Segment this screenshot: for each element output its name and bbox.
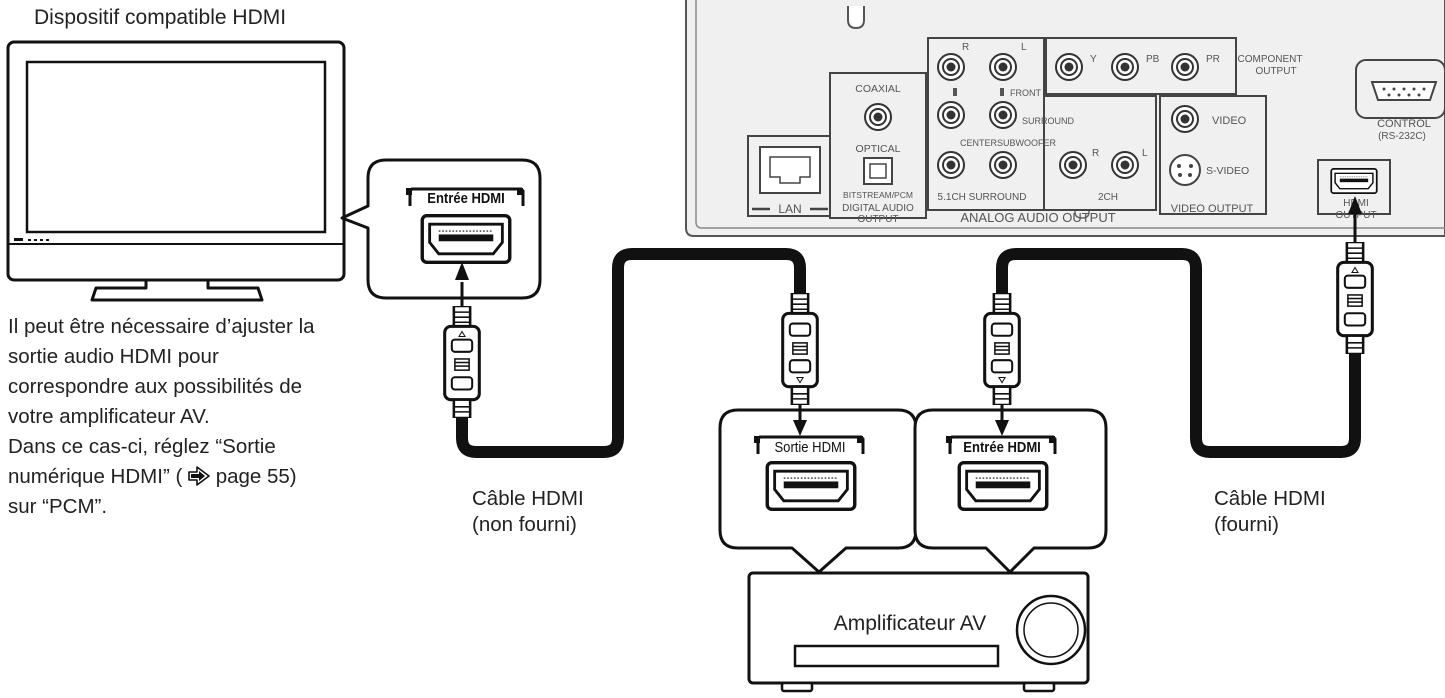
tv-stand xyxy=(90,278,264,302)
cable-left xyxy=(456,248,806,458)
arrow-to-tv xyxy=(455,262,469,306)
amp-output-label: Sortie HDMI xyxy=(775,439,846,455)
note-line: correspondre aux possibilités de xyxy=(8,375,302,398)
component-y-label: Y xyxy=(1090,54,1097,65)
cable-right-label: Câble HDMI (fourni) xyxy=(1214,486,1326,538)
cable-left-line1: Câble HDMI xyxy=(472,487,584,510)
cable-right-line2: (fourni) xyxy=(1214,513,1279,536)
panel-mounting-notch-icon xyxy=(847,6,865,30)
two-ch-label: 2CH xyxy=(1098,192,1118,203)
page-reference-arrow-icon xyxy=(188,466,210,486)
s-video-jack-icon xyxy=(1169,154,1201,186)
component-pr-jack-icon xyxy=(1171,53,1199,81)
two-ch-left-jack-icon xyxy=(1111,151,1139,179)
note-line-with-reference: numérique HDMI” ( page 55) xyxy=(8,462,403,492)
subwoofer-jack-icon xyxy=(989,151,1017,179)
player-hdmi-output-port-icon xyxy=(1330,168,1378,194)
coaxial-jack-icon xyxy=(864,103,892,131)
cable-right-line1: Câble HDMI xyxy=(1214,487,1326,510)
s-video-label: S-VIDEO xyxy=(1206,165,1249,177)
tv-hdmi-port-icon xyxy=(420,214,512,264)
optical-label: OPTICAL xyxy=(856,143,901,155)
center-jack-icon xyxy=(937,151,965,179)
page-reference-text: page 55) xyxy=(215,465,297,488)
component-pb-jack-icon xyxy=(1111,53,1139,81)
cable-left-line2: (non fourni) xyxy=(472,513,577,536)
amp-input-hdmi-port-icon xyxy=(957,461,1049,511)
amp-output-hdmi-port-icon xyxy=(765,461,857,511)
av-amplifier: Amplificateur AV xyxy=(747,571,1090,693)
center-label: CENTER xyxy=(960,138,998,148)
digital-audio-output-label: OUTPUT xyxy=(857,214,898,225)
note-line: sortie audio HDMI pour xyxy=(8,345,219,368)
amp-input-label: Entrée HDMI xyxy=(963,439,1041,455)
coaxial-label: COAXIAL xyxy=(855,83,901,95)
note-line: votre amplificateur AV. xyxy=(8,405,210,428)
rs232c-label: (RS-232C) xyxy=(1378,131,1426,142)
two-ch-r-label: R xyxy=(1092,148,1099,159)
note-line: Dans ce cas-ci, réglez “Sortie xyxy=(8,435,276,458)
cable-right xyxy=(996,248,1361,458)
note-paragraph: Il peut être nécessaire d’ajuster la sor… xyxy=(8,312,403,522)
amplifier-foot-left xyxy=(780,681,814,693)
amplifier-label: Amplificateur AV xyxy=(834,612,987,635)
component-y-jack-icon xyxy=(1055,53,1083,81)
tv-input-tag: Entrée HDMI xyxy=(406,187,525,206)
tv-power-icon xyxy=(14,238,23,241)
note-text: numérique HDMI” ( xyxy=(8,465,183,488)
arrow-to-amp-output xyxy=(793,405,807,436)
surround-left-jack-icon xyxy=(937,101,965,129)
video-jack-icon xyxy=(1171,105,1199,133)
video-output-label: VIDEO OUTPUT xyxy=(1171,203,1254,215)
analog-audio-output-label: ANALOG AUDIO OUTPUT xyxy=(960,210,1115,225)
hdmi-plug-player xyxy=(1336,242,1374,354)
hdmi-plug-amp-output xyxy=(781,293,819,405)
player-rear-panel: LAN COAXIAL OPTICAL BITSTREAM/PCM DIGITA… xyxy=(685,0,1445,237)
video-label: VIDEO xyxy=(1212,115,1247,127)
lan-label: LAN xyxy=(778,202,801,216)
front-left-jack-icon xyxy=(989,53,1017,81)
component-label: COMPONENT xyxy=(1238,54,1303,65)
component-pr-label: PR xyxy=(1206,54,1220,65)
front-label: FRONT xyxy=(1010,88,1041,98)
surround-right-jack-icon xyxy=(989,101,1017,129)
front-l-label: L xyxy=(1021,42,1027,53)
note-line: Il peut être nécessaire d’ajuster la xyxy=(8,315,315,338)
amplifier-foot-right xyxy=(1022,681,1056,693)
two-ch-l-label: L xyxy=(1142,148,1148,159)
front-right-jack-icon xyxy=(937,53,965,81)
front-r-label: R xyxy=(962,42,969,53)
amp-input-tag: Entrée HDMI xyxy=(946,435,1057,455)
component-pb-label: PB xyxy=(1146,54,1160,65)
control-label: CONTROL xyxy=(1377,118,1431,130)
subwoofer-label: SUBWOOFER xyxy=(997,138,1057,148)
hdmi-plug-tv xyxy=(443,306,481,418)
amplifier-display xyxy=(793,644,1000,668)
tv-device xyxy=(6,40,346,302)
cable-left-label: Câble HDMI (non fourni) xyxy=(472,486,584,538)
amp-output-tag: Sortie HDMI xyxy=(754,435,865,455)
surround-label: SURROUND xyxy=(1022,116,1075,126)
tv-input-label: Entrée HDMI xyxy=(427,190,505,206)
tv-screen xyxy=(25,60,327,234)
arrow-to-amp-input xyxy=(995,405,1009,436)
rs232c-port-icon xyxy=(1370,81,1438,101)
two-ch-right-jack-icon xyxy=(1059,151,1087,179)
surround-51-label: 5.1CH SURROUND xyxy=(938,192,1027,203)
component-output-label: OUTPUT xyxy=(1255,66,1296,77)
note-line: sur “PCM”. xyxy=(8,495,108,518)
tv-label: Dispositif compatible HDMI xyxy=(34,6,287,29)
hdmi-plug-amp-input xyxy=(983,293,1021,405)
digital-audio-label: DIGITAL AUDIO xyxy=(842,203,914,214)
bitstream-pcm-label: BITSTREAM/PCM xyxy=(843,190,913,200)
